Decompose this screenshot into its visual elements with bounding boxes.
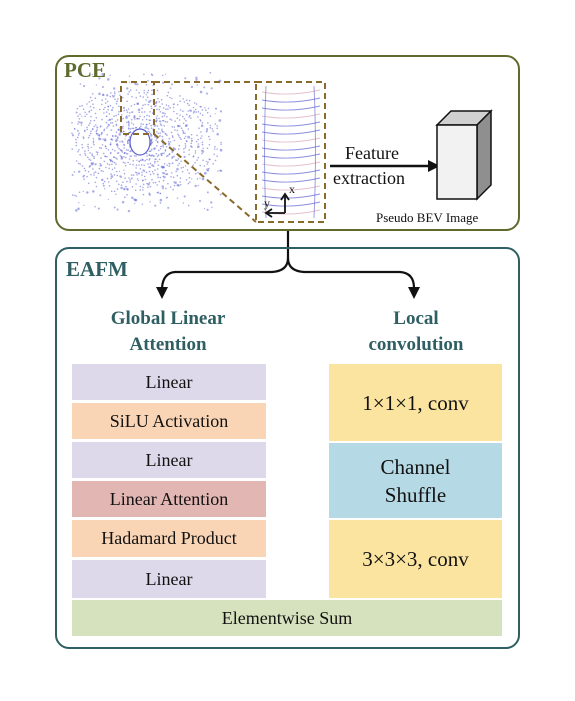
- point-cloud-scan: [71, 71, 223, 213]
- pseudo-bev-label: Pseudo BEV Image: [376, 210, 479, 225]
- local-convolution-title: Local convolution: [330, 306, 502, 358]
- zoom-connector-bottom: [153, 133, 257, 223]
- block-linear-attention: Linear Attention: [72, 481, 266, 517]
- arrow-head-right: [408, 287, 420, 299]
- block-linear-2: Linear: [72, 442, 266, 478]
- arrow-head-left: [156, 287, 168, 299]
- axis-indicator: [264, 192, 290, 218]
- feature-label-line2: extraction: [333, 168, 405, 188]
- eafm-title: EAFM: [66, 257, 128, 281]
- right-title-line1: Local: [393, 308, 439, 329]
- global-linear-attention-title: Global Linear Attention: [70, 306, 266, 358]
- axis-y-label: y: [264, 196, 270, 210]
- pseudo-bev-image: [435, 109, 493, 201]
- feature-extraction-label: Feature extraction: [333, 141, 433, 191]
- block-linear-1: Linear: [72, 364, 266, 400]
- left-title-line2: Attention: [129, 334, 207, 355]
- block-conv-3x3x3: 3×3×3, conv: [329, 520, 502, 598]
- block-elementwise-sum: Elementwise Sum: [72, 600, 502, 636]
- block-channel-shuffle: Channel Shuffle: [329, 443, 502, 518]
- eafm-panel: [55, 247, 520, 649]
- zoomed-region-box: [255, 81, 326, 223]
- channel-shuffle-line2: Shuffle: [384, 482, 447, 507]
- branch-arrows: [160, 231, 416, 289]
- scan-crop-box: [120, 81, 155, 135]
- left-title-line1: Global Linear: [110, 308, 226, 329]
- block-silu-activation: SiLU Activation: [72, 403, 266, 439]
- block-hadamard-product: Hadamard Product: [72, 520, 266, 557]
- axis-x-label: x: [289, 182, 295, 196]
- pce-panel: [55, 55, 520, 231]
- channel-shuffle-line1: Channel: [380, 454, 451, 479]
- feature-label-line1: Feature: [345, 143, 399, 163]
- feature-arrow-head: [428, 160, 440, 172]
- right-title-line2: convolution: [368, 334, 464, 355]
- zoomed-region: [255, 81, 326, 223]
- block-conv-1x1x1: 1×1×1, conv: [329, 364, 502, 441]
- block-linear-3: Linear: [72, 560, 266, 598]
